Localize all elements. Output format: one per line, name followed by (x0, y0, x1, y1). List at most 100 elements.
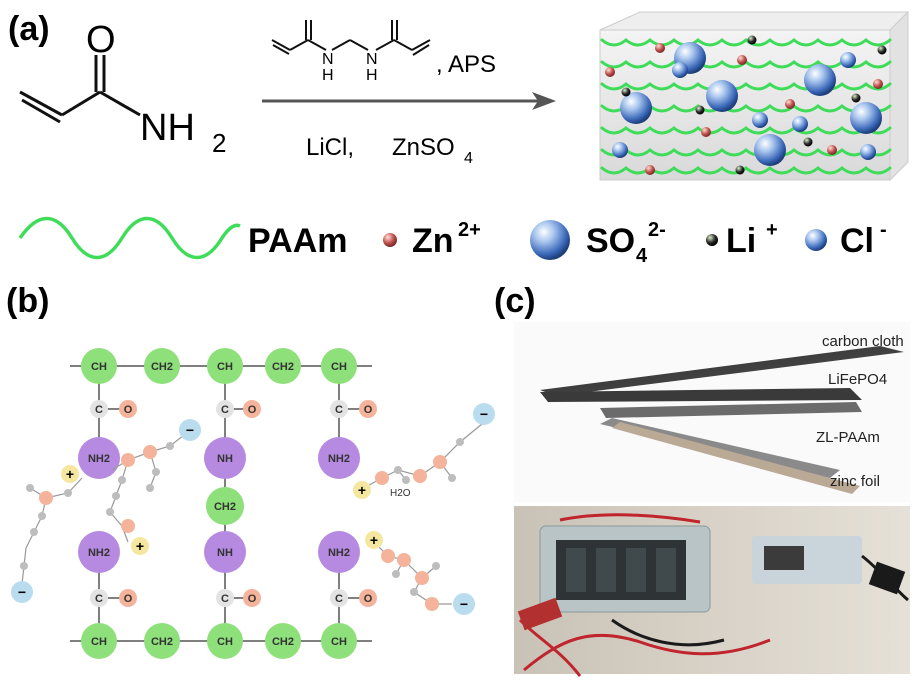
legend-li-charge: + (766, 219, 778, 241)
bottom-node-5 (321, 623, 357, 659)
plus-ion-4-label: + (370, 532, 378, 548)
legend-so4-label: SO (586, 222, 635, 260)
gel-lithium-ion (695, 105, 705, 115)
gel-chloride-sphere (792, 116, 808, 132)
amide-nh2-3 (78, 531, 120, 573)
reagent-licl: LiCl, (306, 134, 354, 161)
gel-sulfate-sphere (754, 134, 786, 166)
layer-label-lifepo4: LiFePO4 (828, 371, 887, 388)
acrylamide-oxygen: O (86, 19, 116, 61)
plus-ion-3 (353, 481, 371, 499)
bottom-node-4 (265, 623, 301, 659)
gel-zinc-ion (701, 127, 711, 137)
top-node-5 (321, 348, 357, 384)
upper-carbon-1-label: C (95, 404, 103, 416)
crosslinker-h2: H (366, 67, 378, 84)
amide-nh2-1-label: NH2 (88, 453, 110, 465)
gel-chain (600, 82, 892, 91)
legend-paam-wave (18, 216, 241, 260)
panel-c-label: (c) (494, 282, 536, 320)
legend-so4-subscript: 4 (636, 245, 648, 267)
crosslink-nh-2 (204, 531, 246, 573)
bottom-node-5-label: CH (331, 636, 347, 648)
panel-a-label: (a) (8, 10, 50, 48)
bottom-node-3-label: CH (217, 636, 233, 648)
gel-chloride-sphere (752, 112, 768, 128)
legend-so4-marker (530, 220, 570, 260)
lower-carbon-3-label: C (335, 593, 343, 605)
upper-carbon-3 (330, 400, 348, 418)
top-node-1-label: CH (91, 361, 107, 373)
lower-oxygen-3-label: O (364, 593, 373, 605)
acrylamide-nh-subscript: 2 (212, 128, 226, 158)
plus-ion-1-label: + (66, 466, 74, 482)
gel-zinc-ion (655, 43, 665, 53)
top-node-3 (207, 348, 243, 384)
gel-chloride-sphere (840, 52, 856, 68)
upper-oxygen-3-label: O (364, 404, 373, 416)
minus-ion-3-label: − (480, 406, 488, 422)
gel-sulfate-sphere (850, 102, 882, 134)
battery-layers-illustration: carbon cloth LiFePO4 ZL-PAAm zinc foil (514, 322, 910, 502)
top-node-2-label: CH2 (151, 361, 173, 373)
gel-lithium-ion (803, 137, 813, 147)
legend-li-marker (706, 234, 718, 246)
upper-carbon-3-label: C (335, 404, 343, 416)
top-node-2 (144, 348, 180, 384)
minus-ion-2 (179, 419, 201, 441)
minus-ion-4 (453, 593, 475, 615)
gel-lithium-ion (747, 35, 757, 45)
crosslink-nh-1-label: NH (217, 453, 233, 465)
upper-carbon-1 (90, 400, 108, 418)
lower-oxygen-3 (359, 589, 377, 607)
minus-ion-4-label: − (460, 596, 468, 612)
lower-carbon-1-label: C (95, 593, 103, 605)
gel-zinc-ion (737, 55, 747, 65)
gel-chloride-sphere (672, 62, 688, 78)
gel-lithium-ion (621, 87, 631, 97)
upper-oxygen-2 (243, 400, 261, 418)
minus-ion-3 (473, 403, 495, 425)
crosslinker-n1: N (322, 51, 334, 68)
bottom-node-4-label: CH2 (272, 636, 294, 648)
layer-label-zinc-foil: zinc foil (830, 473, 880, 490)
legend-li-label: Li (726, 222, 756, 260)
bottom-node-2 (144, 623, 180, 659)
top-node-3-label: CH (217, 361, 233, 373)
minus-ion-1-label: − (18, 584, 26, 600)
amide-nh2-4-label: NH2 (328, 547, 350, 559)
crosslinker-h1: H (322, 67, 334, 84)
crosslinker-n2: N (366, 51, 378, 68)
gel-zinc-ion (827, 145, 837, 155)
plus-ion-4 (365, 531, 383, 549)
acrylamide-structure (19, 55, 141, 124)
gel-sulfate-sphere (620, 92, 652, 124)
legend-zn-charge: 2+ (458, 219, 481, 241)
legend-zn-marker (383, 233, 397, 247)
layer-label-zl-paam: ZL-PAAm (816, 429, 880, 446)
panel-b-label: (b) (6, 282, 49, 320)
lower-carbon-1 (90, 589, 108, 607)
gel-chloride-sphere (860, 144, 876, 160)
gel-zinc-ion (873, 79, 883, 89)
polymer-network-diagram: CH CH2 CH CH2 CH CH CH2 CH CH2 CH C O C … (11, 348, 495, 659)
reagent-znso-subscript: 4 (464, 150, 473, 167)
upper-oxygen-3 (359, 400, 377, 418)
amide-nh2-2-label: NH2 (328, 453, 350, 465)
hydrogel-network-illustration (599, 10, 910, 182)
upper-carbon-2-label: C (221, 404, 229, 416)
top-node-5-label: CH (331, 361, 347, 373)
crosslink-ch2 (206, 487, 244, 525)
plus-ion-3-label: + (358, 482, 366, 498)
reaction-arrow (262, 92, 556, 110)
top-node-1 (81, 348, 117, 384)
gel-lithium-ion (877, 45, 887, 55)
legend: PAAm Zn 2+ SO 4 2- Li + Cl - (18, 216, 887, 267)
amide-nh2-3-label: NH2 (88, 547, 110, 559)
acrylamide-nh: NH (140, 107, 195, 149)
upper-oxygen-1-label: O (124, 404, 133, 416)
legend-paam-label: PAAm (248, 222, 348, 260)
gel-zinc-ion (645, 165, 655, 175)
top-node-4-label: CH2 (272, 361, 294, 373)
